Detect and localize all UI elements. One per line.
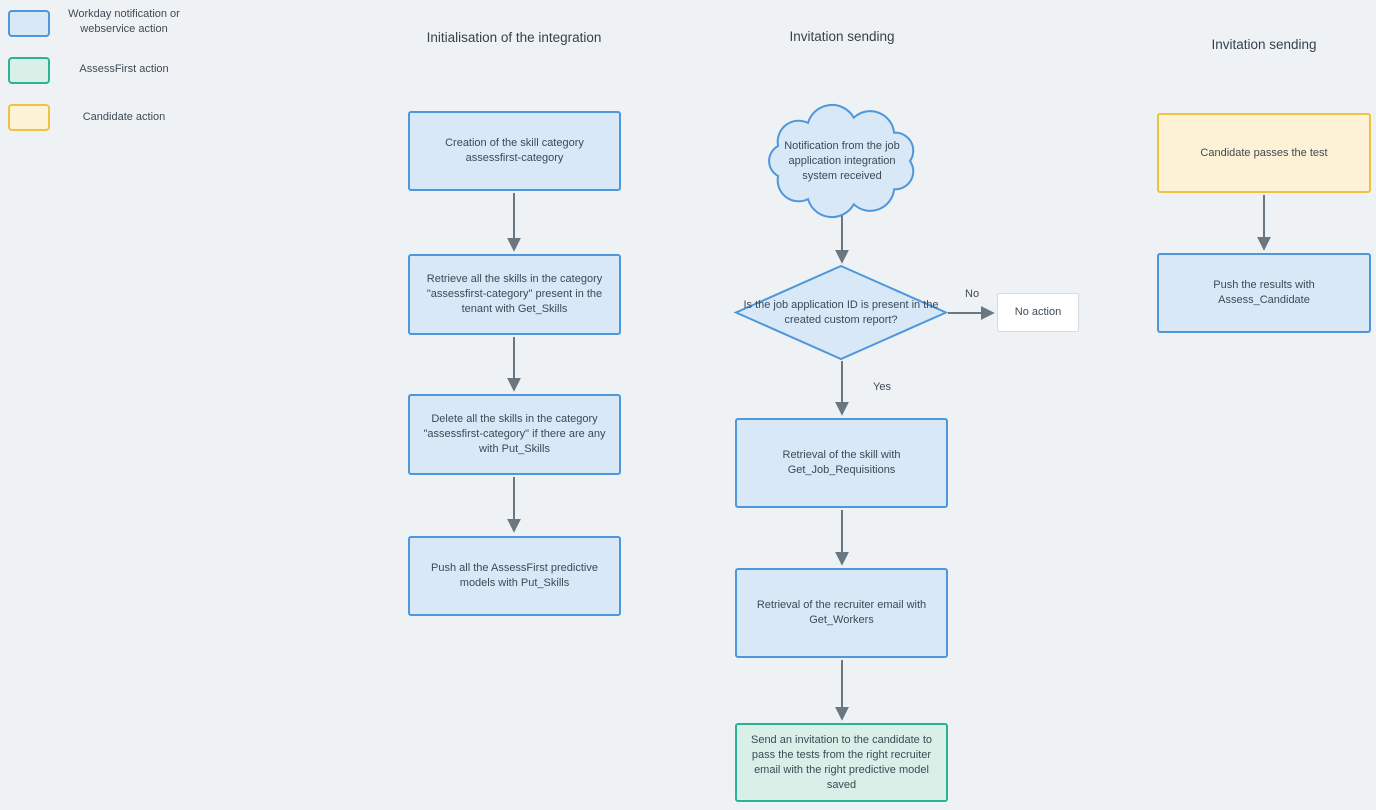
legend-label-candidate: Candidate action	[82, 111, 166, 123]
legend-label-workday: Workday notification or webservice actio…	[68, 8, 180, 35]
node-push-predictive-models: Push all the AssessFirst predictive mode…	[408, 536, 621, 616]
decision-diamond-shape	[733, 264, 949, 361]
node-retrieve-skills: Retrieve all the skills in the category …	[408, 254, 621, 335]
edge-label-no: No	[965, 288, 980, 300]
node-send-invitation: Send an invitation to the candidate to p…	[735, 723, 948, 802]
legend-swatch-workday	[8, 10, 50, 37]
column-title-invitation-sending-1: Invitation sending	[789, 29, 895, 44]
legend-label-assessfirst: AssessFirst action	[79, 63, 169, 75]
cloud-notification-shape	[768, 103, 915, 219]
edge-label-yes: Yes	[873, 381, 891, 393]
cloud-notification-label: Notification from the job application in…	[784, 139, 900, 182]
node-push-results: Push the results with Assess_Candidate	[1157, 253, 1371, 333]
node-candidate-passes-test: Candidate passes the test	[1157, 113, 1371, 193]
legend-swatch-assessfirst	[8, 57, 50, 84]
decision-diamond-label: Is the job application ID is present in …	[743, 299, 939, 326]
node-creation-skill-category: Creation of the skill category assessfir…	[408, 111, 621, 191]
column-title-initialisation: Initialisation of the integration	[426, 30, 602, 45]
node-delete-skills: Delete all the skills in the category "a…	[408, 394, 621, 475]
node-retrieval-skill-requisitions: Retrieval of the skill with Get_Job_Requ…	[735, 418, 948, 508]
node-no-action: No action	[997, 293, 1079, 332]
node-retrieval-recruiter-email: Retrieval of the recruiter email with Ge…	[735, 568, 948, 658]
legend-swatch-candidate	[8, 104, 50, 131]
column-title-invitation-sending-2: Invitation sending	[1211, 37, 1317, 52]
